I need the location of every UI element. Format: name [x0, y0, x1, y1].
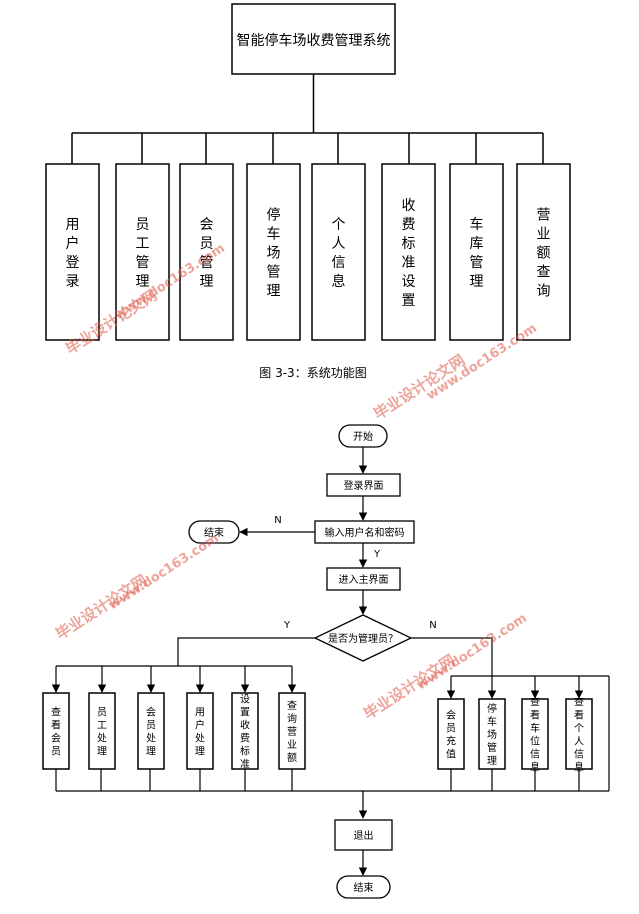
exit-box	[334, 819, 393, 851]
module-box: 收费标准设置	[381, 163, 436, 341]
module-box: 会员管理	[179, 163, 234, 341]
module-box-frame	[179, 163, 234, 341]
end-left-label: 结束	[204, 526, 224, 539]
module-box-frame	[311, 163, 366, 341]
admin-function-box-frame	[42, 692, 70, 770]
module-box-label: 用户登录	[66, 217, 80, 290]
merge-connectors	[55, 675, 610, 792]
admin-function-box: 员工处理	[88, 692, 116, 770]
user-function-box: 查看个人信息	[565, 695, 593, 773]
module-box-frame	[381, 163, 436, 341]
label-n-input: N	[274, 515, 281, 526]
flowchart: 开始 登录界面 输入用户名和密码 N 结束 Y 进入主界面 是否为管理员？ Y	[42, 424, 610, 899]
admin-function-box: 查看会员	[42, 692, 70, 770]
user-function-box: 会员充值	[437, 698, 465, 770]
module-box-frame	[246, 163, 301, 341]
watermark-url: www.doc163.com	[106, 531, 222, 613]
root-box	[231, 3, 396, 75]
module-box-label: 个人信息	[332, 217, 346, 290]
module-box: 车库管理	[449, 163, 504, 341]
user-function-box-label: 停车场管理	[487, 702, 497, 767]
decision-label: 是否为管理员？	[328, 632, 398, 645]
module-box-label: 会员管理	[200, 217, 214, 290]
module-box-label: 营业额查询	[537, 208, 551, 300]
module-box-label: 收费标准设置	[402, 198, 416, 309]
module-box-frame	[115, 163, 170, 341]
module-box: 员工管理	[115, 163, 170, 341]
user-function-box-frame	[437, 698, 465, 770]
module-boxes: 用户登录 员工管理 会员管理 停车场管理 个人信息 收费标准设置 车库管理 营业额查询	[45, 163, 571, 341]
admin-function-box-label: 用户处理	[195, 707, 205, 757]
main-page-label: 进入主界面	[339, 574, 389, 586]
figure-caption: 图 3-3：系统功能图	[259, 366, 366, 380]
label-n-admin: N	[429, 620, 436, 631]
module-box: 用户登录	[45, 163, 100, 341]
start-label: 开始	[353, 430, 373, 443]
end-label: 结束	[354, 881, 374, 894]
label-y-admin: Y	[283, 620, 291, 631]
module-box: 停车场管理	[246, 163, 301, 341]
admin-function-boxes: 查看会员 员工处理 会员处理 用户处理 设置收费标准 查询营业额	[42, 666, 306, 770]
admin-function-box-label: 查询营业额	[287, 699, 297, 764]
admin-function-box-frame	[137, 692, 165, 770]
admin-function-box-label: 查看会员	[51, 705, 61, 757]
module-box-frame	[449, 163, 504, 341]
module-box: 个人信息	[311, 163, 366, 341]
function-diagram: 智能停车场收费管理系统 用户登录 员工管理 会员管理 停车场管理 个人信息 收费标准设置 车…	[45, 3, 571, 380]
exit-label: 退出	[354, 829, 374, 842]
module-box-frame	[45, 163, 100, 341]
user-function-box-frame	[565, 698, 593, 770]
admin-function-box-label: 设置收费标准	[240, 693, 250, 770]
module-box-label: 员工管理	[136, 217, 150, 290]
module-box: 营业额查询	[516, 163, 571, 341]
user-function-box: 查看车位信息	[521, 695, 549, 773]
end-terminal-left	[188, 520, 240, 544]
admin-function-box: 设置收费标准	[231, 692, 259, 770]
module-box-label: 停车场管理	[267, 207, 281, 300]
admin-decision-diamond	[313, 614, 413, 662]
user-function-box-label: 查看车位信息	[530, 695, 540, 773]
user-function-box: 停车场管理	[478, 698, 506, 770]
tree-connectors	[71, 74, 544, 164]
end-terminal	[336, 875, 391, 899]
admin-function-box-label: 会员处理	[146, 705, 156, 757]
label-y-input: Y	[373, 549, 381, 560]
admin-function-box-frame	[186, 692, 214, 770]
module-box-frame	[516, 163, 571, 341]
login-page-label: 登录界面	[344, 479, 384, 492]
admin-function-box-label: 员工处理	[97, 706, 107, 757]
admin-function-box: 用户处理	[186, 692, 214, 770]
user-function-box-label: 会员充值	[446, 708, 456, 760]
user-function-box-frame	[521, 698, 549, 770]
user-branch-connectors	[411, 637, 579, 677]
admin-function-box: 会员处理	[137, 692, 165, 770]
admin-branch-connectors	[56, 637, 315, 667]
admin-function-box: 查询营业额	[278, 692, 306, 770]
input-credentials-label: 输入用户名和密码	[325, 526, 405, 539]
admin-function-box-frame	[88, 692, 116, 770]
user-function-box-label: 查看个人信息	[574, 695, 584, 773]
user-function-boxes: 会员充值 停车场管理 查看车位信息 查看个人信息	[437, 676, 593, 773]
module-box-label: 车库管理	[470, 216, 484, 290]
root-label: 智能停车场收费管理系统	[237, 32, 391, 49]
